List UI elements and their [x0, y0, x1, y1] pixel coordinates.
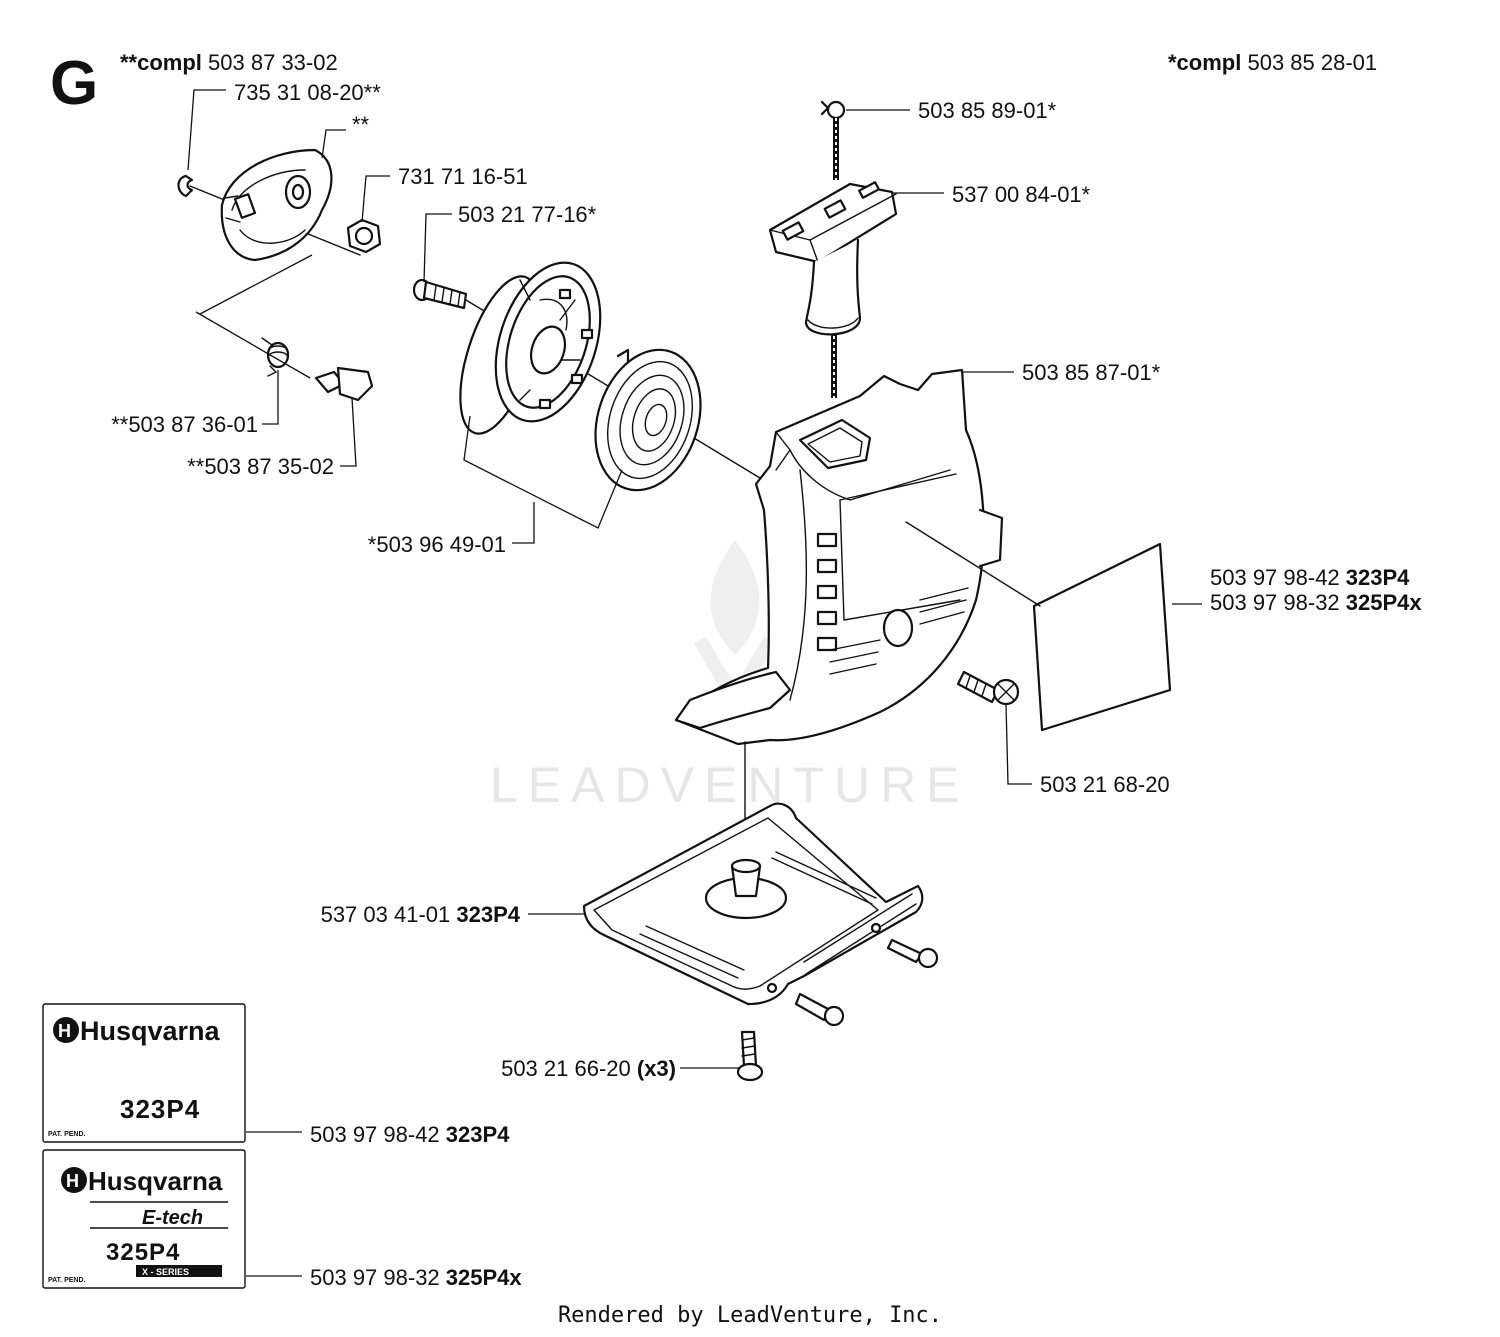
decal-2-series: X - SERIES [142, 1267, 189, 1277]
svg-text:H: H [58, 1021, 71, 1041]
label-p11: 503 97 98-42 323P4 [1210, 565, 1410, 590]
starter-rope [831, 118, 839, 398]
assembly-left-prefix: **compl [120, 50, 202, 75]
label-p12: 503 97 98-32 325P4x [1210, 590, 1422, 615]
label-p6: **503 87 35-02 [187, 454, 334, 479]
svg-text:H: H [66, 1171, 79, 1191]
decal-323p4: H Husqvarna 323P4 PAT. PEND. [42, 1003, 246, 1143]
label-p3: 731 71 16-51 [398, 164, 528, 189]
section-letter: G [50, 49, 98, 118]
flange-nut-731-71-16-51 [346, 218, 382, 254]
label-p11-number: 503 97 98-42 [1210, 565, 1340, 590]
decal-1-model: 323P4 [120, 1094, 200, 1124]
label-p14: 537 03 41-01 323P4 [321, 902, 521, 927]
pawl-spring [261, 337, 290, 377]
screw-503-21-68-20 [956, 670, 1020, 706]
footer-credit: Rendered by LeadVenture, Inc. [558, 1303, 942, 1328]
label-p2: ** [352, 112, 370, 137]
starter-housing [674, 368, 1004, 746]
pulley-cover [220, 148, 333, 262]
assembly-left-label: **compl 503 87 33-02 [120, 50, 338, 75]
starter-handle [768, 181, 898, 336]
husqvarna-crown-logo-icon-2: H [61, 1167, 87, 1193]
decal-sheet [1032, 542, 1172, 732]
label-p15-model: (x3) [637, 1056, 676, 1081]
label-p17: 503 97 98-32 325P4x [310, 1265, 522, 1290]
screw-503-21-66-20-c [736, 1030, 764, 1082]
label-p17-model: 325P4x [446, 1265, 523, 1290]
label-p9: 537 00 84-01* [952, 182, 1091, 207]
leader-p5 [262, 370, 279, 425]
label-p14-number: 537 03 41-01 [321, 902, 451, 927]
watermark-text: LEADVENTURE [490, 757, 970, 813]
label-p13: 503 21 68-20 [1040, 772, 1170, 797]
decal-2-note: PAT. PEND. [48, 1277, 86, 1284]
label-p16-model: 323P4 [446, 1122, 510, 1147]
decal-1-brand: Husqvarna [80, 1016, 221, 1046]
label-p17-number: 503 97 98-32 [310, 1265, 440, 1290]
label-p11-model: 323P4 [1346, 565, 1410, 590]
label-p12-model: 325P4x [1346, 590, 1423, 615]
leader-p13 [1005, 703, 1032, 785]
label-p16: 503 97 98-42 323P4 [310, 1122, 510, 1147]
decal-325p4: H Husqvarna E-tech 325P4 X - SERIES PAT.… [42, 1149, 246, 1289]
label-p14-model: 323P4 [456, 902, 520, 927]
screw-503-21-66-20-b [794, 992, 845, 1027]
label-p15-number: 503 21 66-20 [501, 1056, 631, 1081]
label-p4: 503 21 77-16* [458, 202, 597, 227]
decal-2-model: 325P4 [106, 1239, 180, 1266]
assembly-right-number: 503 85 28-01 [1247, 50, 1377, 75]
label-p16-number: 503 97 98-42 [310, 1122, 440, 1147]
recoil-spring [594, 348, 702, 492]
leader-bracket-pulley [463, 415, 623, 529]
label-p5: **503 87 36-01 [111, 412, 258, 437]
screw-503-21-66-20-a [886, 938, 939, 969]
label-p8: 503 85 89-01* [918, 98, 1057, 123]
label-p1: 735 31 08-20** [234, 80, 381, 105]
husqvarna-crown-logo-icon: H [53, 1017, 79, 1043]
leader-p3 [361, 175, 390, 223]
decal-1-note: PAT. PEND. [48, 1131, 86, 1138]
label-p15: 503 21 66-20 (x3) [501, 1056, 676, 1081]
leader-p6 [340, 397, 357, 467]
leader-bracket-pawl [195, 254, 313, 379]
leader-p4 [423, 213, 452, 283]
assembly-right-label: *compl 503 85 28-01 [1168, 50, 1377, 75]
rope-guide-ring [820, 100, 846, 120]
label-p12-number: 503 97 98-32 [1210, 590, 1340, 615]
base-plate-537-03-41-01 [582, 802, 924, 1006]
decal-leader-line [905, 521, 1041, 607]
decal-2-subline: E-tech [142, 1207, 203, 1229]
assembly-left-number: 503 87 33-02 [208, 50, 338, 75]
leader-p7 [512, 502, 535, 544]
label-p10: 503 85 87-01* [1022, 360, 1161, 385]
pawl [314, 366, 374, 402]
assembly-right-prefix: *compl [1168, 50, 1241, 75]
leader-p2 [321, 129, 346, 159]
leader-p1 [187, 89, 226, 171]
starter-pulley [459, 261, 602, 435]
decal-2-brand: Husqvarna [88, 1166, 223, 1196]
label-p7: *503 96 49-01 [368, 532, 506, 557]
